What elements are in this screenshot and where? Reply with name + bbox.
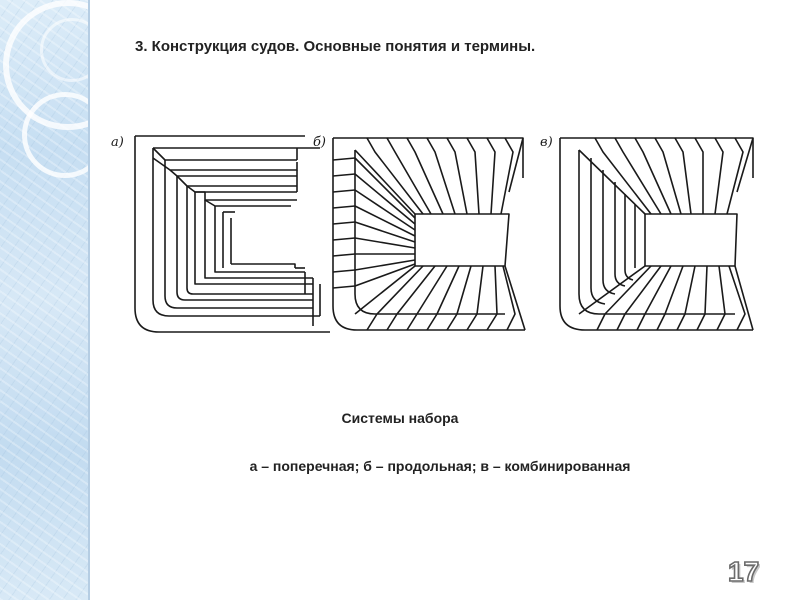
caption-title: Системы набора bbox=[341, 410, 459, 426]
panel-b-longitudinal bbox=[332, 137, 526, 331]
page-number: 17 bbox=[727, 555, 760, 588]
caption-legend: а – поперечная; б – продольная; в – комб… bbox=[249, 458, 631, 474]
panel-c-label: в) bbox=[540, 135, 553, 150]
decorative-ring bbox=[22, 92, 90, 178]
framing-systems-diagram: а) б) в) bbox=[105, 118, 765, 353]
decorative-ring bbox=[40, 18, 90, 82]
panel-a-label: а) bbox=[111, 135, 124, 150]
panel-b-label: б) bbox=[313, 135, 326, 150]
panel-a-transverse bbox=[134, 135, 330, 333]
slide-title: 3. Конструкция судов. Основные понятия и… bbox=[135, 38, 536, 55]
panel-c-combined bbox=[559, 137, 754, 331]
decorative-side-strip bbox=[0, 0, 90, 600]
